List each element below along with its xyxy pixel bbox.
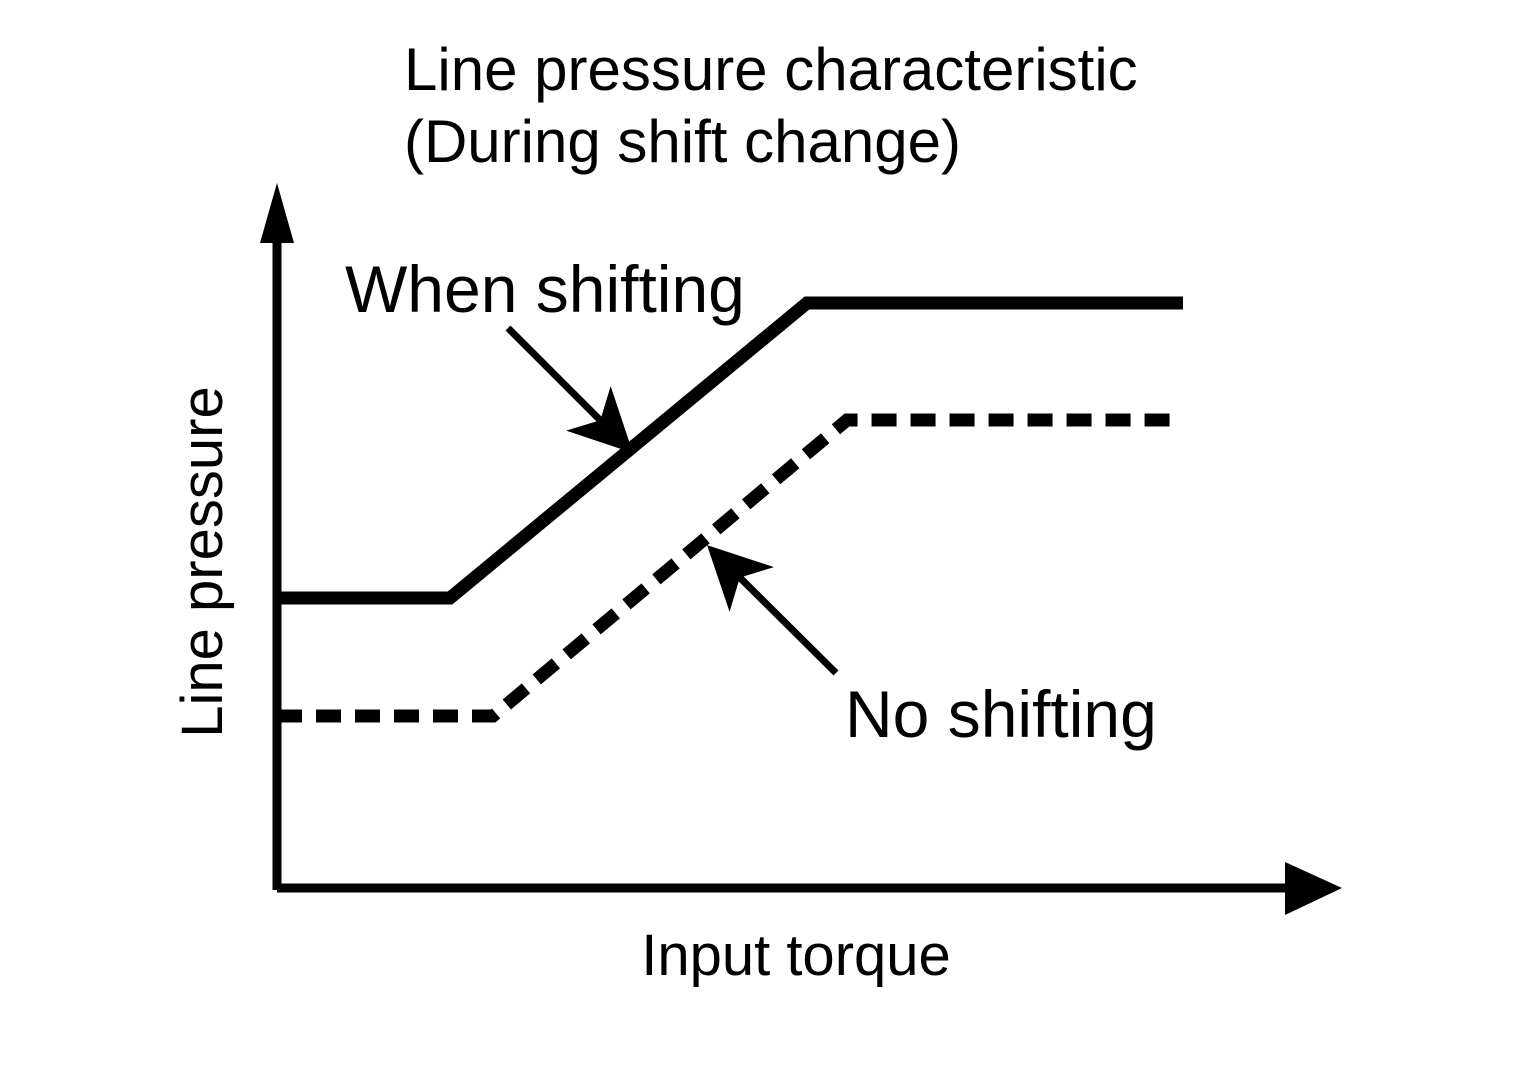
- x-axis: [277, 862, 1342, 915]
- annotation-label-when-shifting: When shifting: [345, 252, 745, 326]
- y-axis: [260, 183, 294, 890]
- annotation-arrow-when-shifting-icon: [505, 325, 633, 453]
- annotation-arrow-no-shifting-icon: [707, 545, 839, 676]
- annotation-label-no-shifting: No shifting: [845, 677, 1157, 751]
- series-no-shifting: [277, 413, 1183, 723]
- chart-title-line-2: (During shift change): [404, 108, 961, 175]
- arrow-up-icon: [260, 183, 294, 243]
- x-axis-label: Input torque: [641, 923, 951, 988]
- arrow-right-icon: [1285, 862, 1342, 915]
- chart-title-line-1: Line pressure characteristic: [404, 36, 1138, 103]
- series-when-shifting: [277, 296, 1183, 605]
- y-axis-label: Line pressure: [170, 386, 235, 737]
